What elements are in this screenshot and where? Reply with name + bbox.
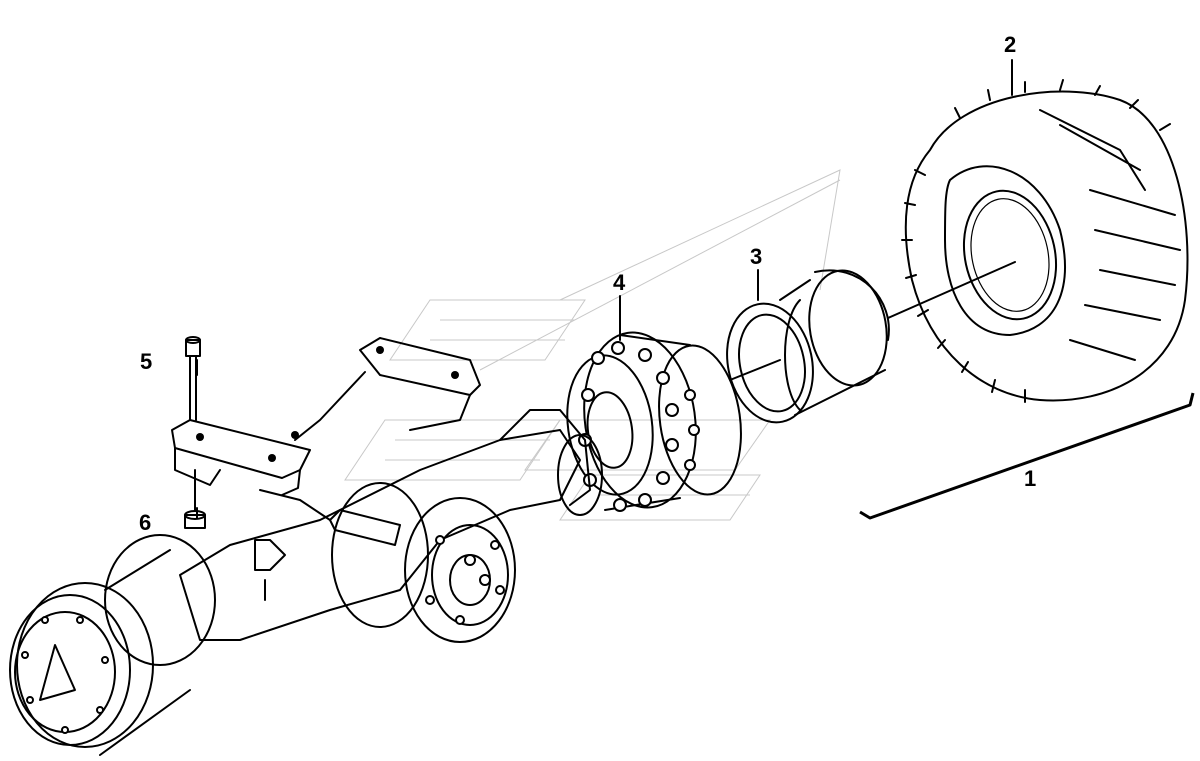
rim <box>779 269 890 416</box>
callout-5: 5 <box>140 349 153 374</box>
callout-3: 3 <box>750 244 763 269</box>
tire <box>901 79 1189 403</box>
wheel-hub <box>566 331 742 512</box>
bolt <box>185 336 201 421</box>
assembly-bracket <box>859 392 1195 520</box>
callout-4: 4 <box>613 270 626 295</box>
nut <box>184 469 206 529</box>
mounting-bracket <box>171 337 481 496</box>
differential <box>329 482 516 643</box>
callout-2: 2 <box>1004 32 1017 57</box>
axle-housing <box>179 409 603 641</box>
callout-6: 6 <box>139 510 152 535</box>
left-wheel-end <box>9 534 216 756</box>
callout-1: 1 <box>1024 466 1037 491</box>
watermark <box>344 169 841 521</box>
ring <box>726 302 814 424</box>
leader-lines <box>196 59 1016 519</box>
